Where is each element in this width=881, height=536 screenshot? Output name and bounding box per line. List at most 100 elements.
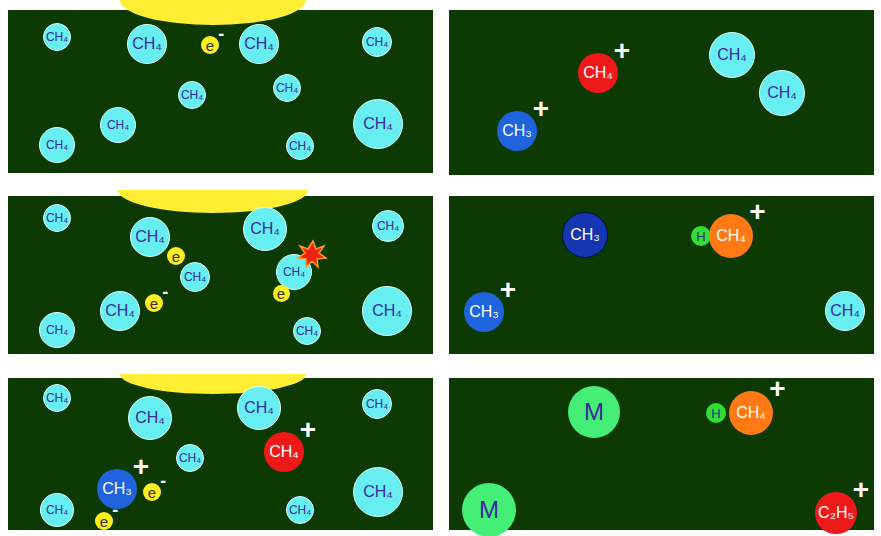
species-formula: C₂H₅: [818, 505, 854, 521]
species-formula: H: [696, 230, 705, 243]
species-formula: CH₄: [46, 212, 68, 224]
species-formula: CH₄: [46, 392, 68, 404]
electrode: [120, 374, 306, 394]
charge-sign: +: [533, 95, 549, 123]
methyl-radical: CH₃: [562, 212, 608, 258]
methyl-ion: CH₃+: [464, 292, 504, 332]
species-formula: M: [584, 400, 604, 424]
panel: [449, 10, 874, 175]
species-formula: CH₄: [363, 484, 393, 500]
methane-molecule: CH₄: [39, 312, 75, 348]
species-formula: CH₄: [289, 140, 311, 152]
panel: [8, 10, 433, 173]
methane-molecule: CH₄: [709, 32, 755, 78]
electron-symbol: e: [206, 38, 214, 53]
neutral-molecule: M: [462, 483, 516, 536]
charge-sign: +: [749, 198, 765, 226]
methane-molecule: CH₄: [286, 496, 314, 524]
electron: e-: [143, 483, 161, 501]
charge-sign: +: [133, 453, 149, 481]
charge-sign: +: [300, 416, 316, 444]
methane-molecule: CH₄: [239, 24, 279, 64]
methane-molecule: CH₄: [243, 207, 287, 251]
electron-symbol: e: [150, 296, 158, 311]
molecular-ion: C₂H₅+: [815, 492, 857, 534]
electron-symbol: e: [100, 514, 108, 529]
species-formula: CH₄: [372, 303, 402, 319]
methane-molecule: CH₄: [43, 384, 71, 412]
methane-molecule: CH₄: [180, 262, 210, 292]
methane-molecule: CH₄: [353, 99, 403, 149]
methane-molecule: CH₄: [43, 23, 71, 51]
methane-molecule: CH₄: [293, 317, 321, 345]
methane-molecule: CH₄: [40, 493, 74, 527]
species-formula: CH₄: [105, 303, 135, 319]
species-formula: CH₃: [102, 481, 132, 497]
methane-molecule: CH₄: [128, 396, 172, 440]
methyl-ion: CH₃+: [497, 111, 537, 151]
species-formula: M: [479, 498, 499, 522]
hydrogen-atom: H: [706, 403, 726, 423]
species-formula: CH₄: [132, 36, 162, 52]
species-formula: CH₄: [296, 325, 318, 337]
methane-molecule: CH₄: [825, 291, 865, 331]
species-formula: CH₄: [366, 36, 388, 48]
charge-sign: -: [160, 472, 166, 490]
charge-sign: -: [162, 283, 168, 301]
methane-molecule: CH₄: [127, 24, 167, 64]
species-formula: CH₃: [469, 304, 499, 320]
methane-molecule: CH₄: [100, 291, 140, 331]
species-formula: CH₄: [717, 47, 747, 63]
methane-molecule: CH₄: [178, 81, 206, 109]
panel: [8, 196, 433, 354]
electron: e: [167, 247, 185, 265]
panel: [8, 378, 433, 530]
species-formula: CH₄: [250, 221, 280, 237]
methonium-ion: CH₄+: [729, 391, 773, 435]
electron: e: [273, 285, 290, 302]
electron-symbol: e: [277, 286, 285, 301]
species-formula: CH₄: [289, 504, 311, 516]
methane-molecule: CH₄: [130, 217, 170, 257]
species-formula: CH₄: [283, 266, 305, 278]
species-formula: CH₃: [570, 227, 600, 243]
species-formula: CH₄: [716, 228, 746, 244]
species-formula: CH₄: [276, 82, 298, 94]
methane-molecule: CH₄: [286, 132, 314, 160]
species-formula: CH₄: [366, 398, 388, 410]
species-formula: CH₄: [583, 65, 613, 81]
collision-star: [298, 241, 326, 267]
species-formula: CH₄: [244, 36, 274, 52]
methonium-ion: CH₄+: [709, 214, 753, 258]
species-formula: CH₃: [502, 123, 532, 139]
species-formula: CH₄: [179, 452, 201, 464]
species-formula: CH₄: [736, 405, 766, 421]
methane-molecule: CH₄: [353, 467, 403, 517]
molecular-ion: CH₄+: [264, 432, 304, 472]
species-formula: CH₄: [377, 220, 399, 232]
molecular-ion: CH₄+: [578, 53, 618, 93]
species-formula: CH₄: [46, 504, 68, 516]
electron: e-: [95, 512, 113, 530]
charge-sign: +: [500, 276, 516, 304]
electrode: [118, 190, 308, 213]
methane-molecule: CH₄: [372, 210, 404, 242]
charge-sign: -: [218, 25, 224, 43]
methane-molecule: CH₄: [362, 286, 412, 336]
species-formula: CH₄: [244, 400, 274, 416]
species-formula: CH₄: [184, 271, 206, 283]
panel: [449, 196, 874, 354]
species-formula: H: [711, 407, 720, 420]
species-formula: CH₄: [46, 324, 68, 336]
charge-sign: +: [769, 375, 785, 403]
methane-molecule: CH₄: [362, 389, 392, 419]
neutral-molecule: M: [568, 386, 620, 438]
electron-symbol: e: [172, 249, 180, 264]
methane-molecule: CH₄: [43, 204, 71, 232]
electron: e-: [201, 36, 219, 54]
methane-molecule: CH₄: [362, 27, 392, 57]
species-formula: CH₄: [46, 139, 68, 151]
